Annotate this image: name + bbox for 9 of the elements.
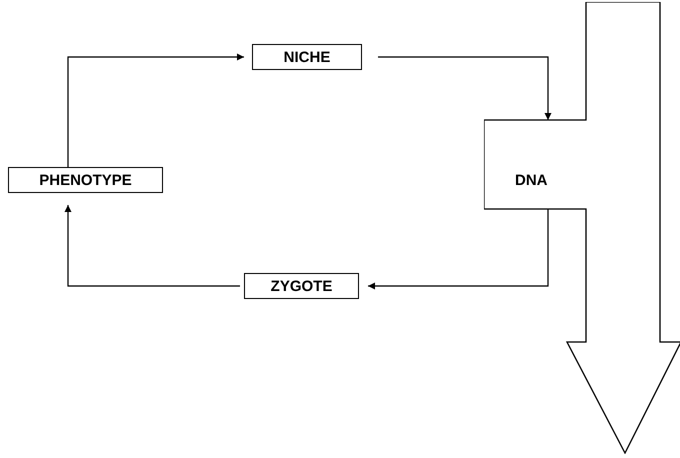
arrow [378, 56, 552, 120]
node-label: DNA [515, 172, 548, 189]
process-box: ZYGOTE [244, 273, 359, 299]
arrow [64, 205, 240, 287]
process-box: NICHE [252, 44, 362, 70]
arrow [368, 209, 549, 290]
arrow [67, 54, 244, 167]
block-arrow-shape [484, 2, 680, 454]
process-box: PHENOTYPE [8, 167, 163, 193]
